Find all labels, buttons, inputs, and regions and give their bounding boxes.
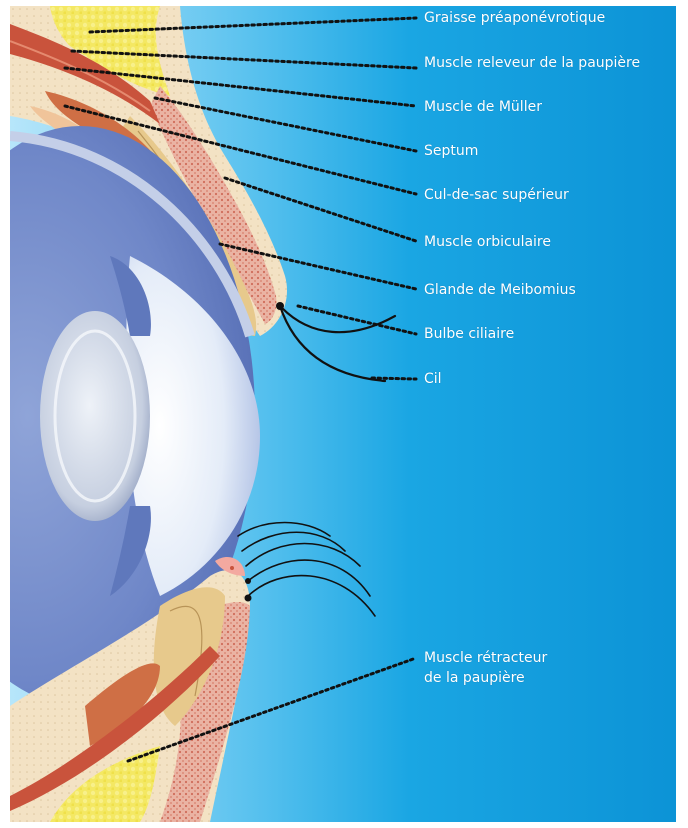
label-bulbe-ciliaire: Bulbe ciliaire <box>424 324 514 344</box>
label-muscle-retracteur-line2: de la paupière <box>424 668 525 688</box>
eyelid-anatomy-diagram: Graisse préaponévrotique Muscle releveur… <box>10 6 676 822</box>
label-muscle-retracteur-line1: Muscle rétracteur <box>424 648 547 668</box>
label-muscle-releveur: Muscle releveur de la paupière <box>424 53 640 73</box>
label-cil: Cil <box>424 369 442 389</box>
label-muscle-muller: Muscle de Müller <box>424 97 542 117</box>
label-glande-meibomius: Glande de Meibomius <box>424 280 576 300</box>
label-graisse-preaponevrotique: Graisse préaponévrotique <box>424 8 605 28</box>
label-muscle-orbiculaire: Muscle orbiculaire <box>424 232 551 252</box>
label-cul-de-sac-superieur: Cul-de-sac supérieur <box>424 185 569 205</box>
label-septum: Septum <box>424 141 478 161</box>
diagram-artwork <box>10 6 676 822</box>
